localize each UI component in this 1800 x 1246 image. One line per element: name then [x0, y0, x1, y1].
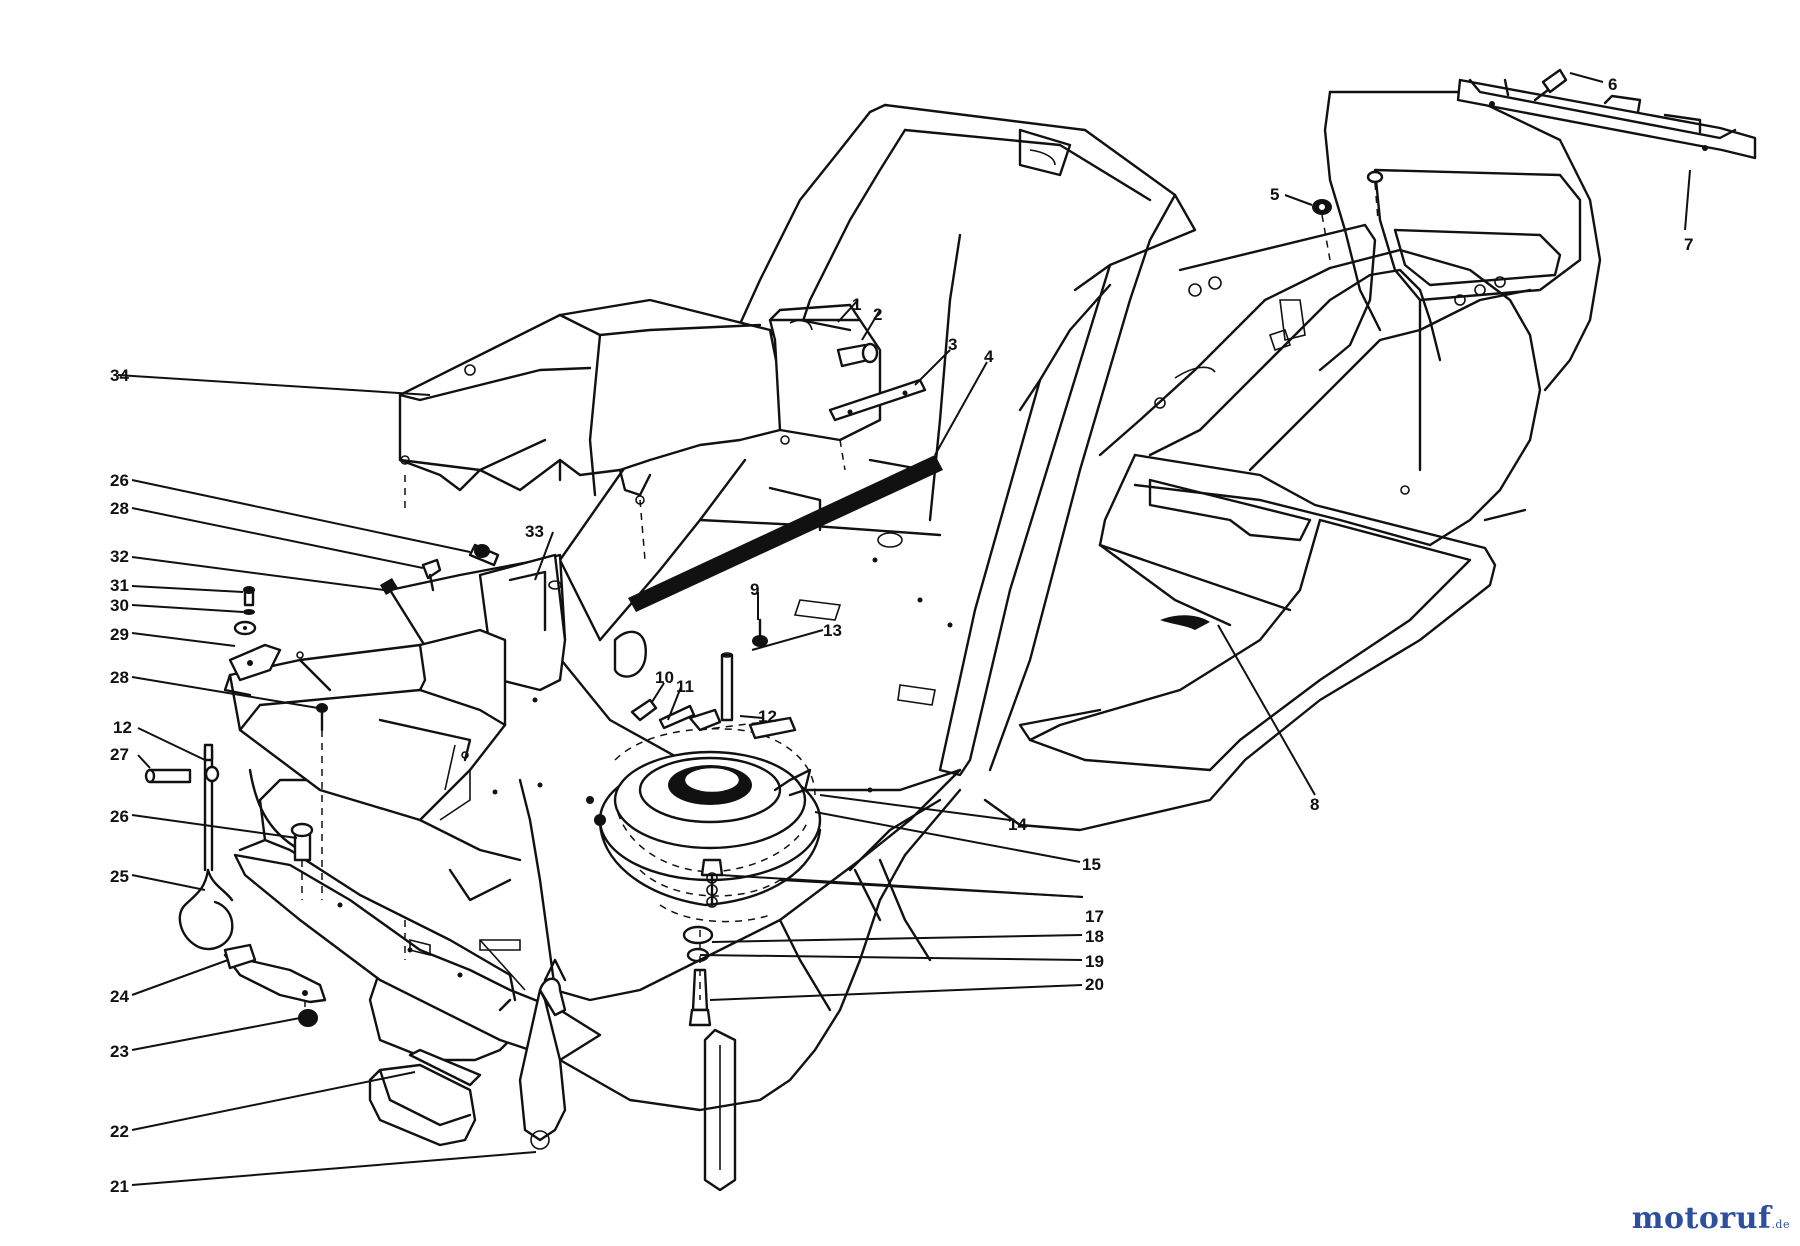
floor-deck [983, 453, 1497, 832]
watermark-part1: moto [1631, 1201, 1720, 1236]
callout-21: 21 [110, 1177, 129, 1196]
callout-15: 15 [1082, 855, 1101, 874]
callout-30: 30 [110, 596, 129, 615]
callout-28-top: 28 [110, 499, 129, 518]
callout-28-low: 28 [110, 668, 129, 687]
bracket-plate-21 [498, 958, 737, 1192]
callout-10: 10 [655, 668, 674, 687]
callout-4: 4 [984, 347, 994, 366]
watermark-logo: motoruf.de [1632, 1201, 1790, 1236]
washer-30 [243, 609, 255, 615]
dash-shroud [223, 628, 507, 822]
bolt-2 [836, 342, 879, 368]
bracket-3 [828, 378, 927, 422]
callout-5: 5 [1270, 185, 1279, 204]
callout-26-low: 26 [110, 807, 129, 826]
callout-31: 31 [110, 576, 129, 595]
callout-17: 17 [1085, 907, 1104, 926]
bolt-26-top [468, 543, 500, 567]
callout-12-left: 12 [113, 718, 132, 737]
seat-pan [733, 103, 1197, 777]
assembly-lines [301, 182, 1379, 1010]
callout-27: 27 [110, 745, 129, 764]
callout-13: 13 [823, 621, 842, 640]
bolt-28-top [421, 558, 442, 592]
bolt-31 [243, 586, 255, 607]
callout-18: 18 [1085, 927, 1104, 946]
seal-strip-4 [628, 455, 943, 612]
callout-3: 3 [948, 335, 957, 354]
callout-1: 1 [852, 295, 861, 314]
callout-labels: 1 2 3 4 5 6 7 8 9 10 11 12 12 13 14 15 1… [110, 75, 1693, 1196]
callout-29: 29 [110, 625, 129, 644]
callout-22: 22 [110, 1122, 129, 1141]
spring-stack [682, 858, 724, 1027]
leader-lines [117, 72, 1691, 1186]
lever-24 [223, 943, 327, 1004]
callout-8: 8 [1310, 795, 1319, 814]
callout-34: 34 [110, 366, 129, 385]
footrest-22 [368, 1048, 482, 1147]
pin-27 [144, 765, 220, 784]
callout-24: 24 [110, 987, 129, 1006]
callout-6: 6 [1608, 75, 1617, 94]
watermark-part2: ruf [1719, 1201, 1772, 1236]
callout-7: 7 [1684, 235, 1693, 254]
rear-bracket-7 [1456, 78, 1757, 160]
nut-23 [298, 1009, 318, 1027]
callout-26-top: 26 [110, 471, 129, 490]
callout-33: 33 [525, 522, 544, 541]
callout-9: 9 [750, 580, 759, 599]
bolt-26-low [290, 822, 314, 862]
tank-cover-34 [398, 298, 792, 505]
callout-11: 11 [676, 677, 694, 696]
callout-19: 19 [1085, 952, 1104, 971]
callout-23: 23 [110, 1042, 129, 1061]
linkage-rod-25 [178, 743, 234, 951]
bracket-1 [768, 303, 882, 442]
rear-frame [1098, 90, 1602, 547]
callout-14: 14 [1008, 815, 1027, 834]
washer-5b [1366, 170, 1384, 184]
watermark-part3: .de [1771, 1218, 1790, 1231]
bolt-28-low [316, 703, 328, 732]
callout-32: 32 [110, 547, 129, 566]
washer-29-ring [233, 620, 257, 636]
nut-32 [380, 578, 398, 595]
small-hardware [630, 618, 797, 740]
bracket-29 [228, 643, 282, 682]
callout-12-right: 12 [758, 707, 777, 726]
nut-5 [1312, 199, 1332, 215]
callout-20: 20 [1085, 975, 1104, 994]
callout-2: 2 [873, 305, 882, 324]
bolt-13 [720, 652, 734, 722]
clutch-assembly [586, 728, 822, 923]
callout-25: 25 [110, 867, 129, 886]
bolt-6 [1533, 68, 1568, 102]
